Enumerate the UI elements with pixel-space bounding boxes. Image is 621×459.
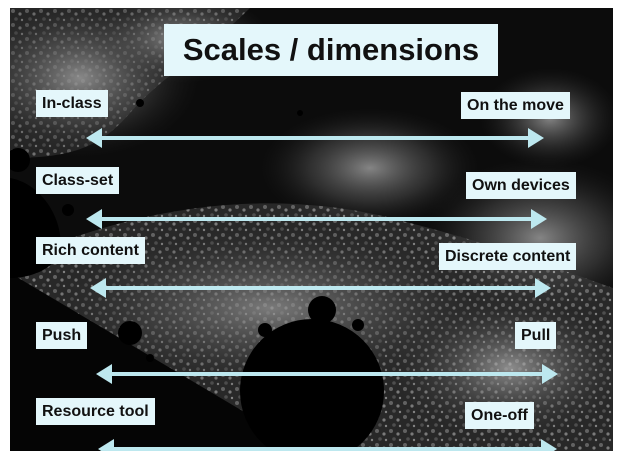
double-arrow-5: [98, 439, 557, 451]
label-resource-tool: Resource tool: [36, 398, 155, 425]
double-arrow-1: [86, 128, 544, 148]
slide: Scales / dimensions In-class On the move…: [10, 8, 613, 451]
double-arrow-2: [86, 209, 547, 229]
arrows-layer: [86, 128, 558, 451]
label-class-set: Class-set: [36, 167, 120, 194]
slide-title: Scales / dimensions: [182, 32, 480, 67]
label-one-off: One-off: [465, 402, 534, 429]
double-arrow-3: [90, 278, 551, 298]
arrow-head-right: [541, 439, 557, 451]
title-box: Scales / dimensions: [164, 24, 498, 76]
arrow-head-right: [542, 364, 558, 384]
label-pull: Pull: [515, 322, 557, 349]
arrow-head-left: [86, 128, 102, 148]
label-in-class: In-class: [36, 90, 108, 117]
arrow-head-right: [531, 209, 547, 229]
label-push: Push: [36, 322, 88, 349]
label-own-devices: Own devices: [466, 172, 576, 199]
arrow-head-right: [535, 278, 551, 298]
double-arrow-4: [96, 364, 558, 384]
arrow-head-left: [96, 364, 112, 384]
label-on-the-move: On the move: [461, 92, 570, 119]
label-discrete-content: Discrete content: [439, 243, 577, 270]
arrow-head-left: [90, 278, 106, 298]
label-rich-content: Rich content: [36, 237, 145, 264]
arrow-head-left: [98, 439, 114, 451]
arrow-head-right: [528, 128, 544, 148]
arrow-head-left: [86, 209, 102, 229]
